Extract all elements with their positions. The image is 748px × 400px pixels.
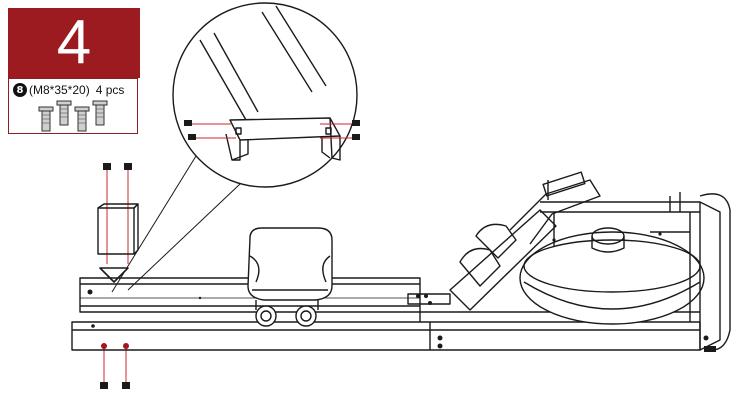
rear-frame	[540, 192, 731, 351]
step-number: 4	[56, 8, 92, 77]
step-badge: 4	[8, 8, 140, 78]
bolt-icon	[38, 100, 108, 132]
parts-box: 8 (M8*35*20) 4 pcs	[8, 78, 138, 134]
water-tank	[519, 227, 705, 325]
part-index: 8	[13, 83, 27, 97]
parts-label-row: 8 (M8*35*20) 4 pcs	[13, 83, 124, 97]
part-spec: (M8*35*20)	[29, 83, 90, 97]
front-bracket	[97, 203, 139, 255]
part-quantity: 4 pcs	[95, 83, 125, 97]
footrest-assembly	[407, 171, 601, 311]
seat	[247, 227, 333, 327]
